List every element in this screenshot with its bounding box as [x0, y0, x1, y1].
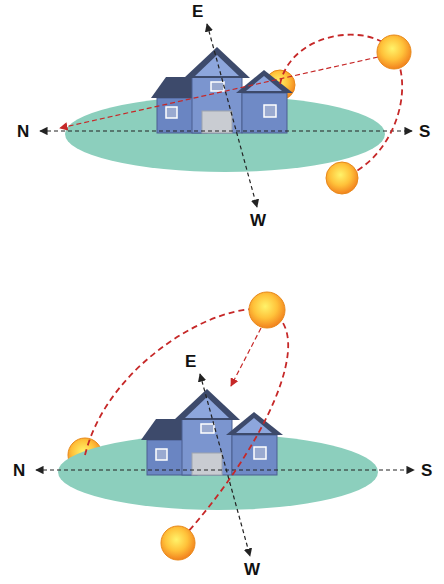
sun-path-arc [85, 309, 288, 543]
compass-label: E [185, 353, 196, 370]
east-west-axis [207, 24, 257, 207]
house [151, 47, 293, 133]
sun [326, 162, 358, 194]
compass-label: E [192, 3, 203, 20]
sun [249, 292, 285, 328]
compass-label: N [13, 462, 25, 479]
compass-label: W [250, 212, 266, 229]
east-west-axis [200, 374, 250, 556]
sun [161, 526, 195, 560]
compass-label: S [421, 462, 432, 479]
compass-label: W [244, 561, 260, 578]
house [141, 389, 283, 475]
north-south-axis [36, 469, 414, 470]
sun [377, 35, 411, 69]
north-south-axis [40, 130, 412, 131]
sun-ray [60, 57, 378, 128]
sun-ray [231, 328, 261, 386]
compass-label: N [17, 123, 29, 140]
compass-label: S [419, 123, 430, 140]
